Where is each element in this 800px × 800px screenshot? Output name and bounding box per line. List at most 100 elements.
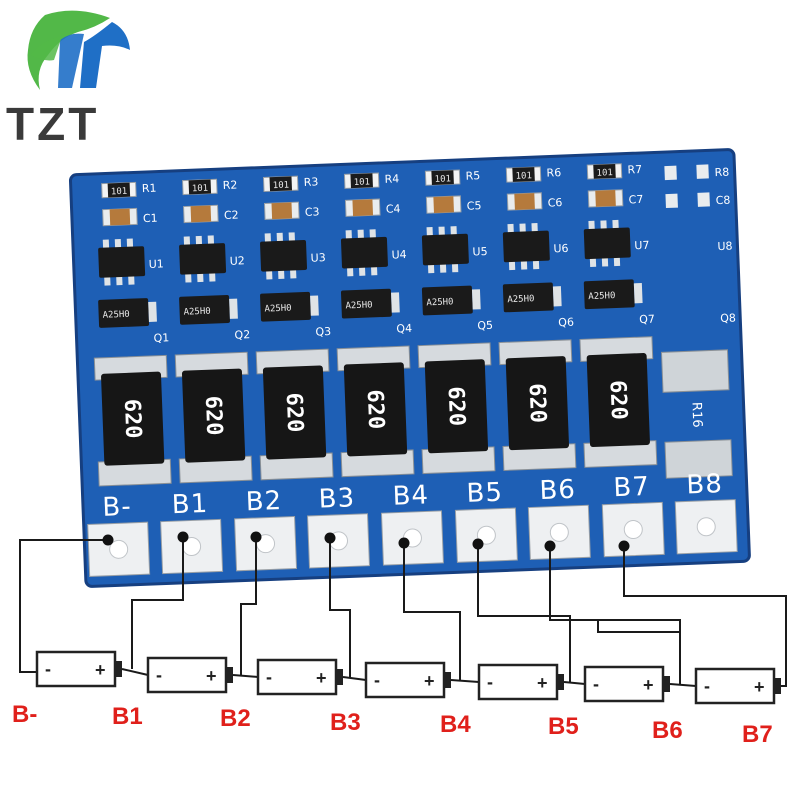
chip-marking: A25H0 [426,297,453,308]
plus-sign: + [424,671,435,691]
ic-pin [439,262,447,273]
tap-label-b3: B3 [330,709,361,736]
ic-pin [438,226,445,237]
silk-label: C7 [628,193,643,207]
silk-label: Q1 [153,331,169,345]
ic-pin [345,230,352,241]
resistor-code: 620 [281,392,308,433]
capacitor-body [190,205,212,223]
r16-label: R16 [688,402,704,428]
top-resistor-code: 101 [192,184,209,195]
resistor-code: 620 [605,380,632,421]
battery-body [146,656,228,694]
pad-label-b3: B3 [318,483,356,514]
wire-junction-dot [324,532,336,544]
silk-label: C8 [715,194,730,208]
chip-marking: A25H0 [588,291,615,302]
ic-pin [613,255,621,267]
battery-chain: -+-+-+-+-+-+-+ [35,650,781,705]
battery-body [364,661,446,699]
mosfet-tab [471,289,481,310]
wire-junction-dot [472,538,484,550]
battery-cell-7: -+ [694,667,781,705]
wire-b7 [623,546,787,687]
series-link [121,668,149,676]
chip-marking: A25H0 [102,310,129,321]
chip-marking: A25H0 [183,307,210,318]
silk-label: U3 [310,251,326,265]
tzt-logo: TZT [6,10,130,150]
resistor-body [101,371,165,466]
ic-pin [427,263,435,274]
series-link [563,681,586,685]
mosfet-body [421,285,473,316]
battery-body [694,667,776,705]
silk-label: U6 [553,242,569,256]
ic-pin [589,256,597,268]
ic-pin [532,258,540,270]
tap-label-bminus: B- [12,701,37,728]
ic-body [260,239,308,272]
wires [19,531,787,687]
chip-marking: A25H0 [264,304,291,315]
resistor-body [586,353,650,448]
pad-hole [109,539,129,559]
battery-cell-6: -+ [583,665,670,703]
ic-pin [290,268,297,279]
pad [697,192,710,207]
top-resistor-body [431,170,454,186]
silk-label: Q7 [639,313,655,327]
silk-label: R8 [714,166,729,180]
ic-pin [104,275,111,286]
ic-pin [520,259,528,270]
wire-junction-dot [398,537,410,549]
battery-terminal [663,676,670,692]
mosfet-body [583,279,635,310]
ic-pin [358,265,366,276]
silk-label: U1 [149,257,165,271]
ic-pin [507,223,514,235]
mosfet-tab [148,301,157,322]
series-link [450,679,480,683]
top-resistor-body [350,173,373,189]
silk-label: U4 [391,248,407,262]
silk-label: R3 [303,175,318,189]
plus-sign: + [316,668,327,688]
battery-terminal [226,667,233,683]
capacitor-body [433,196,454,213]
silk-label: C5 [467,199,482,213]
battery-terminal [115,661,122,677]
plus-sign: + [95,660,106,680]
battery-body [35,650,117,688]
ic-body [502,230,550,263]
wire-b3 [329,538,351,677]
battery-cell-4: -+ [364,661,451,699]
silk-label: U2 [229,254,245,268]
silk-label: C6 [547,196,562,210]
pad-hole [623,520,643,540]
tap-label-b6: B6 [652,717,683,744]
silk-label: R2 [223,178,238,192]
wire-b2 [240,537,257,675]
ic-pin [370,265,378,276]
plus-sign: + [206,666,217,686]
ic-pin [519,223,526,234]
ic-pin [128,274,135,285]
mosfet-body [98,298,150,328]
silk-label: C2 [224,208,239,222]
battery-body [256,658,338,696]
minus-sign: - [156,665,162,685]
ic-pin [264,233,272,244]
wire-b5 [477,544,571,682]
wire-b4 [403,543,461,680]
ic-pin [357,229,364,240]
minus-sign: - [374,670,380,690]
capacitor-body [109,208,131,226]
resistor-body [262,365,327,460]
battery-terminal [336,669,343,685]
silk-label: Q8 [720,311,736,325]
battery-cell-1: -+ [35,650,122,688]
